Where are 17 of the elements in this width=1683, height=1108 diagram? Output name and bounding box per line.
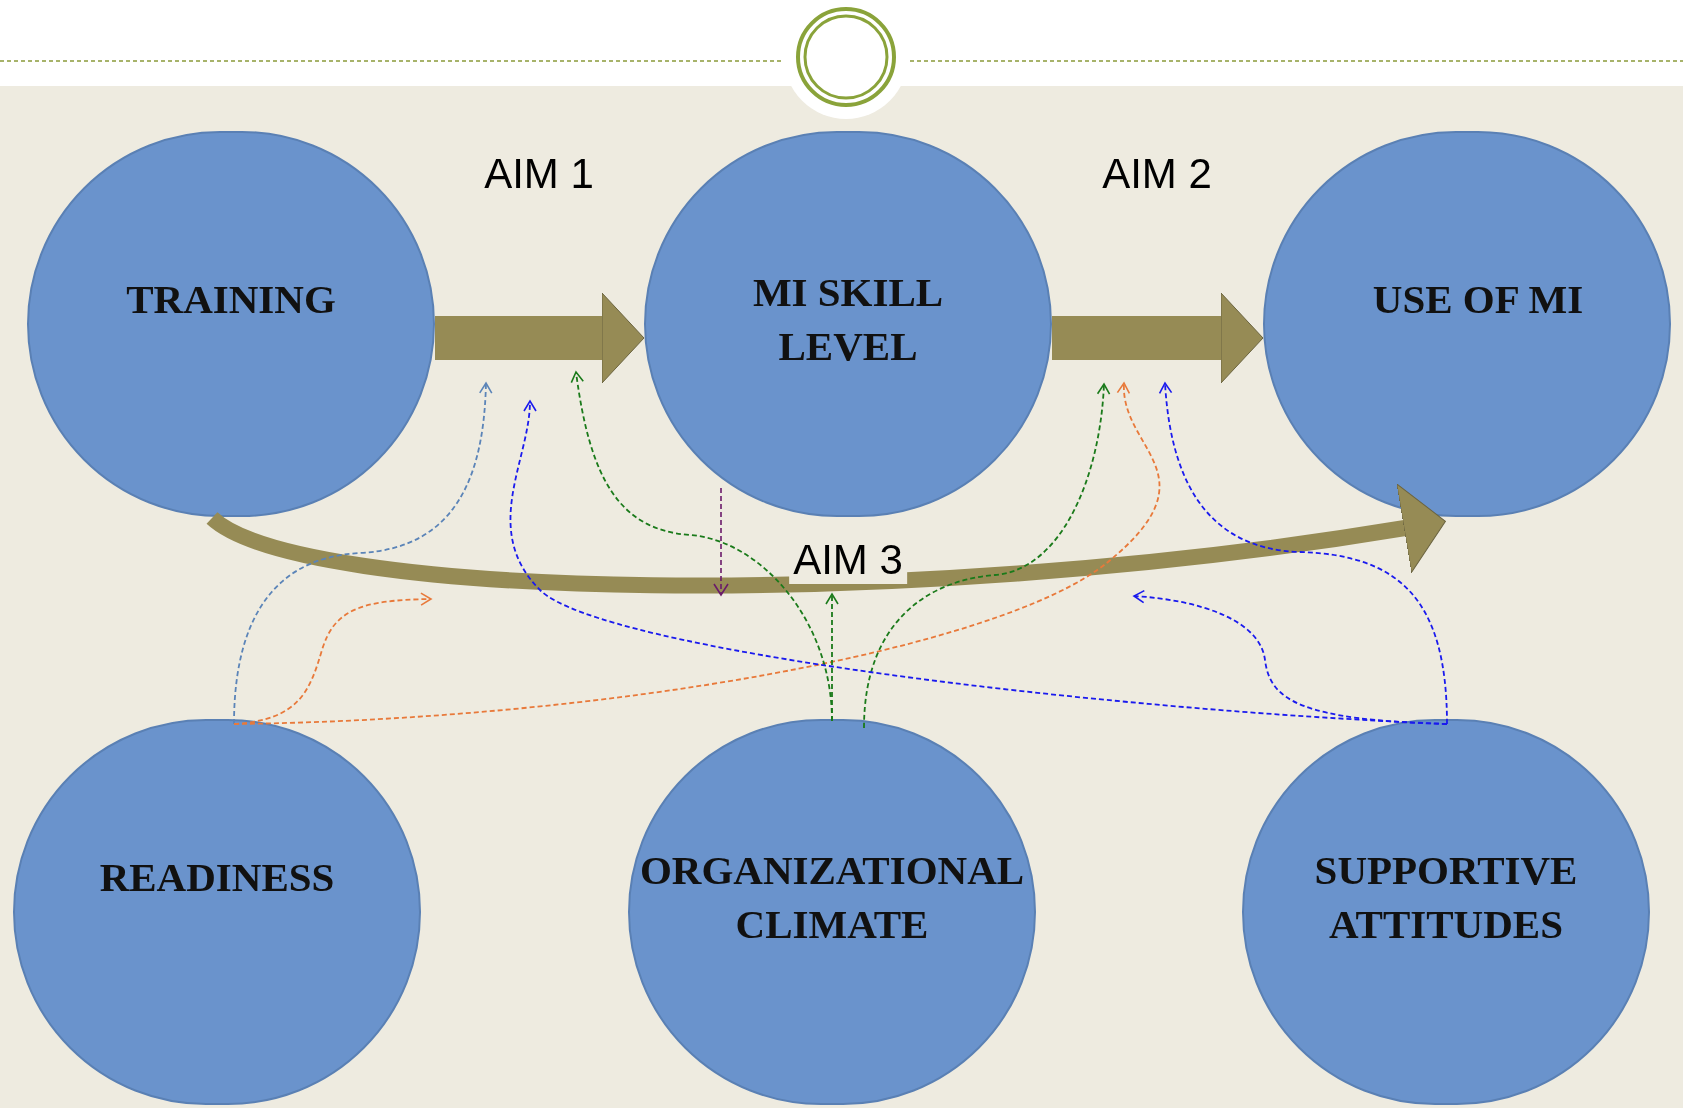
dashed-arrow (1159, 382, 1448, 725)
dashed-arrow (825, 593, 839, 722)
node-label: ORGANIZATIONAL CLIMATE (638, 846, 1026, 949)
thick-arrow (207, 483, 1447, 594)
node-label: TRAINING (126, 275, 336, 324)
dashed-arrow (233, 382, 493, 725)
dashed-arrow (863, 383, 1111, 729)
thick-arrow (435, 292, 645, 384)
thick-arrow (1052, 292, 1264, 384)
edge-label: AIM 1 (483, 150, 595, 198)
node-label: SUPPORTIVE ATTITUDES (1313, 846, 1579, 949)
dashed-arrow (233, 382, 1161, 725)
edge-label: AIM 2 (1101, 150, 1213, 198)
node-label: READINESS (99, 853, 335, 902)
dashed-arrow (1133, 590, 1448, 725)
node-label: USE OF MI (1372, 275, 1584, 324)
node-label: MI SKILL LEVEL (751, 268, 945, 371)
